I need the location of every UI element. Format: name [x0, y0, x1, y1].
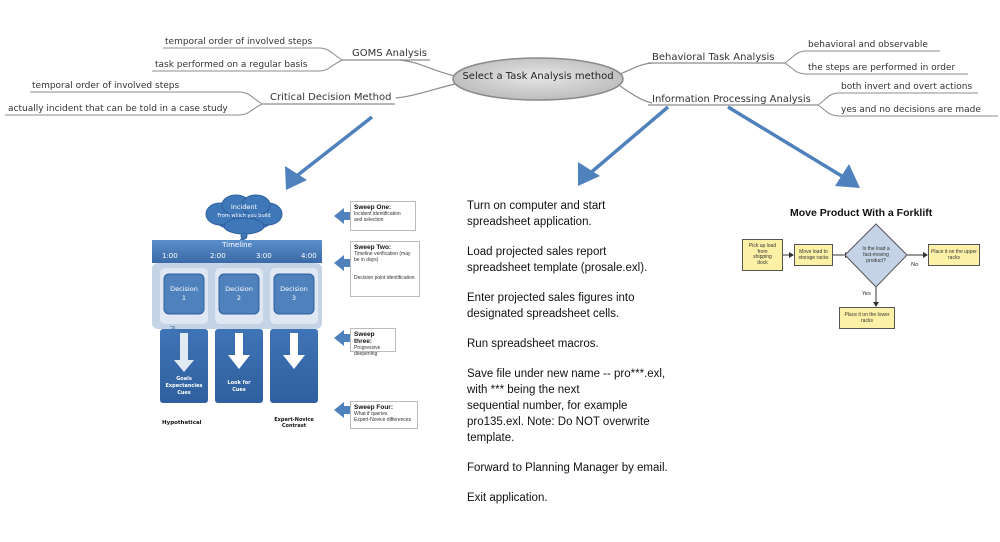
- column-3-arrow: [283, 333, 305, 369]
- mindmap: [5, 47, 998, 117]
- arrow-cdm-head: [285, 166, 307, 190]
- center-node: [452, 57, 624, 101]
- flowchart-title: Move Product With a Forklift: [790, 207, 933, 219]
- ipa-leaf-1: both invert and overt actions: [841, 82, 973, 92]
- time-2: 2:00: [210, 252, 226, 260]
- connector-cdm-leaf1: [239, 91, 263, 105]
- branch-cdm: Critical Decision Method: [270, 92, 392, 103]
- incident-sub: From which you build: [217, 213, 271, 219]
- expert-novice-label: Expert-Novice Contrast: [274, 417, 314, 429]
- time-1: 1:00: [162, 252, 178, 260]
- decision-label-3: Decision 3: [280, 285, 308, 302]
- sweep-four-title: Sweep Four:: [354, 404, 394, 411]
- decision-label-1: Decision 1: [170, 285, 198, 302]
- time-3: 3:00: [256, 252, 272, 260]
- sweep-two-title: Sweep Two:: [354, 244, 392, 251]
- timeline-bar: [152, 240, 322, 263]
- flow-arrowhead-yes: [873, 302, 879, 307]
- timeline-title: Timeline: [222, 241, 252, 249]
- connector-goms-leaf1: [319, 47, 343, 61]
- connector-bta-leaf2: [784, 62, 806, 75]
- flow-start-box: Pick up load from shipping dock: [742, 239, 783, 271]
- step-2: Load projected sales report spreadsheet …: [467, 246, 648, 274]
- sweep-three-box: Sweep three: Progressive deepening: [350, 328, 396, 357]
- connector-center-cdm: [395, 83, 456, 99]
- sweep-two-text: Timeline verification (may be in days) D…: [354, 251, 415, 281]
- goms-leaf-1: temporal order of involved steps: [165, 37, 313, 47]
- cdm-leaf-1: temporal order of involved steps: [32, 81, 180, 91]
- connector-center-goms: [399, 59, 456, 77]
- branch-ipa: Information Processing Analysis: [652, 94, 811, 105]
- sweep-one-text: Incident identification and selection: [354, 211, 401, 223]
- arrow-flowchart-shaft: [727, 105, 846, 180]
- incident-cloud: [205, 194, 283, 244]
- flow-no-label: No: [911, 262, 919, 268]
- sweep-three-text: Progressive deepening: [354, 345, 381, 357]
- flow-decision-text: Is the load a fast-moving product?: [862, 246, 890, 264]
- cdm-leaf-2: actually incident that can be told in a …: [8, 104, 228, 114]
- branch-bta: Behavioral Task Analysis: [652, 52, 775, 63]
- flow-upper-box: Place it on the upper racks: [928, 244, 980, 266]
- flow-arrowhead-start-move: [789, 252, 794, 258]
- sweep-three-title: Sweep three:: [354, 331, 375, 345]
- arrow-flowchart-head: [835, 164, 860, 188]
- decision-box-1: [163, 273, 205, 315]
- sweep-two-box: Sweep Two: Timeline verification (may be…: [350, 241, 420, 297]
- step-7: Exit application.: [467, 492, 548, 504]
- column-2-arrow: [228, 333, 250, 369]
- decision-label-2: Decision 2: [225, 285, 253, 302]
- sweep-three-arrow: [334, 330, 350, 346]
- bta-leaf-1: behavioral and observable: [808, 40, 928, 50]
- step-6: Forward to Planning Manager by email.: [467, 462, 668, 474]
- connector-cdm-leaf2: [239, 103, 263, 116]
- flow-yes-label: Yes: [862, 291, 871, 297]
- decision-diamond: [844, 223, 908, 288]
- ipa-leaf-2: yes and no decisions are made: [841, 105, 981, 115]
- pointer-arrows: [285, 105, 860, 190]
- sweep-one-box: Sweep One: Incident identification and s…: [350, 201, 416, 231]
- step-5: Save file under new name -- pro***.exl, …: [467, 368, 666, 444]
- arrow-steps-shaft: [586, 105, 670, 177]
- decision-box-3: [273, 273, 315, 315]
- arrow-cdm-shaft: [292, 115, 374, 180]
- sweep-four-text: What if queries Expert-Novice difference…: [354, 411, 412, 423]
- step-3: Enter projected sales figures into desig…: [467, 292, 635, 320]
- arrow-steps-head: [578, 162, 600, 186]
- flow-move-box: Move load to storage racks: [794, 244, 833, 266]
- connector-ipa-leaf2: [817, 104, 839, 117]
- center-label: Select a Task Analysis method: [462, 71, 614, 82]
- time-4: 4:00: [301, 252, 317, 260]
- step-1: Turn on computer and start spreadsheet a…: [467, 200, 606, 228]
- branch-goms: GOMS Analysis: [352, 48, 427, 59]
- sweep-two-arrow: [334, 255, 350, 271]
- flow-lower-box: Place it on the lower racks: [839, 307, 895, 329]
- sweep-one-title: Sweep One:: [354, 204, 392, 211]
- column-1-text: Goals Expectancies Cues: [165, 376, 203, 396]
- decision-box-2: [218, 273, 260, 315]
- step-4: Run spreadsheet macros.: [467, 338, 599, 350]
- hypothetical-label: Hypothetical: [162, 420, 202, 426]
- connector-center-bta: [619, 62, 653, 75]
- sweep-one-arrow: [334, 208, 350, 224]
- column-2-text: Look for Cues: [227, 380, 251, 393]
- cdm-diagram: [152, 194, 350, 418]
- connector-ipa-leaf1: [817, 92, 839, 106]
- incident-title: Incident: [230, 203, 258, 211]
- connector-center-ipa: [619, 85, 653, 104]
- task-steps: Turn on computer and start spreadsheet a…: [467, 198, 727, 520]
- initial-label: Initial: [170, 325, 177, 342]
- column-1-arrow: [174, 333, 194, 372]
- sweep-four-box: Sweep Four: What if queries Expert-Novic…: [350, 401, 418, 429]
- connector-bta-leaf1: [784, 50, 806, 64]
- sweep-four-arrow: [334, 402, 350, 418]
- connector-goms-leaf2: [319, 59, 343, 72]
- goms-leaf-2: task performed on a regular basis: [155, 60, 308, 70]
- flowchart: [783, 223, 928, 307]
- bta-leaf-2: the steps are performed in order: [808, 63, 956, 73]
- flow-arrowhead-no: [923, 252, 928, 258]
